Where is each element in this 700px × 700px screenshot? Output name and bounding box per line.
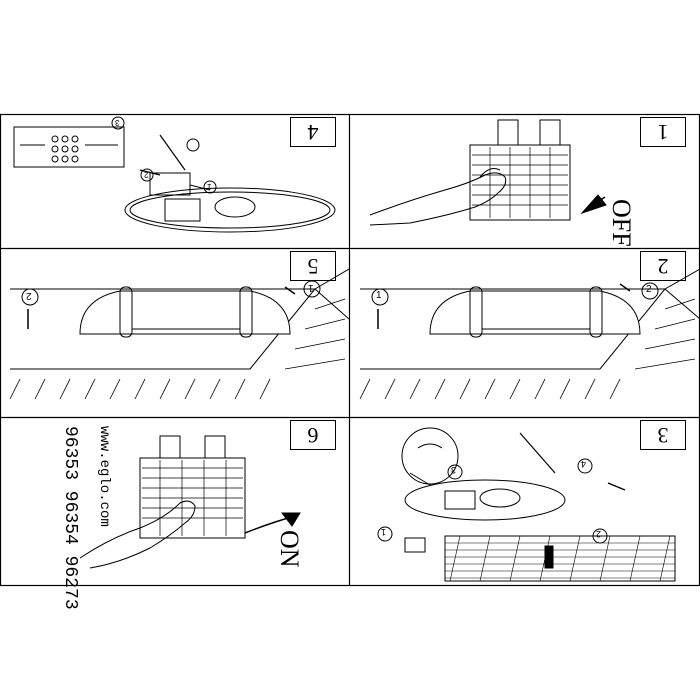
panel-step-3: 3 — [350, 418, 700, 585]
callout-3-3: 3 — [451, 465, 457, 475]
switch-on-illustration — [79, 435, 301, 569]
callout-3-2: 2 — [596, 529, 602, 539]
mounting-illustration — [377, 427, 676, 582]
off-label-bind: OFF — [607, 199, 636, 247]
remove-cover-illustration — [359, 268, 700, 400]
switch-off-illustration — [369, 119, 607, 226]
callout-4-1: 1 — [207, 182, 212, 191]
callout-4-3: 3 — [115, 118, 120, 127]
panel-step-4: 4 1 — [0, 115, 349, 248]
wiring-illustration — [13, 116, 336, 233]
callout-2-1: 1 — [376, 290, 382, 301]
callout-3-4: 4 — [581, 459, 587, 469]
callout-2-2: 2 — [646, 284, 652, 295]
brand-url: www.eglo.com — [96, 426, 112, 527]
callout-5-1: 1 — [308, 282, 314, 293]
panel-step-2: 2 — [350, 249, 700, 417]
callout-5-2: 2 — [26, 290, 32, 301]
panel-step-5: 5 — [0, 249, 349, 417]
refit-cover-illustration — [9, 268, 349, 400]
on-label: ON — [275, 530, 304, 568]
callout-3-1: 1 — [381, 527, 387, 537]
panel-step-6: 6 ON www.eglo.com 96353 96354 96273 — [0, 418, 349, 610]
callout-4-2: 2 — [144, 170, 149, 179]
article-numbers: 96353 96354 96273 — [60, 426, 80, 610]
panel-step-1: 1 OFF — [350, 115, 700, 248]
